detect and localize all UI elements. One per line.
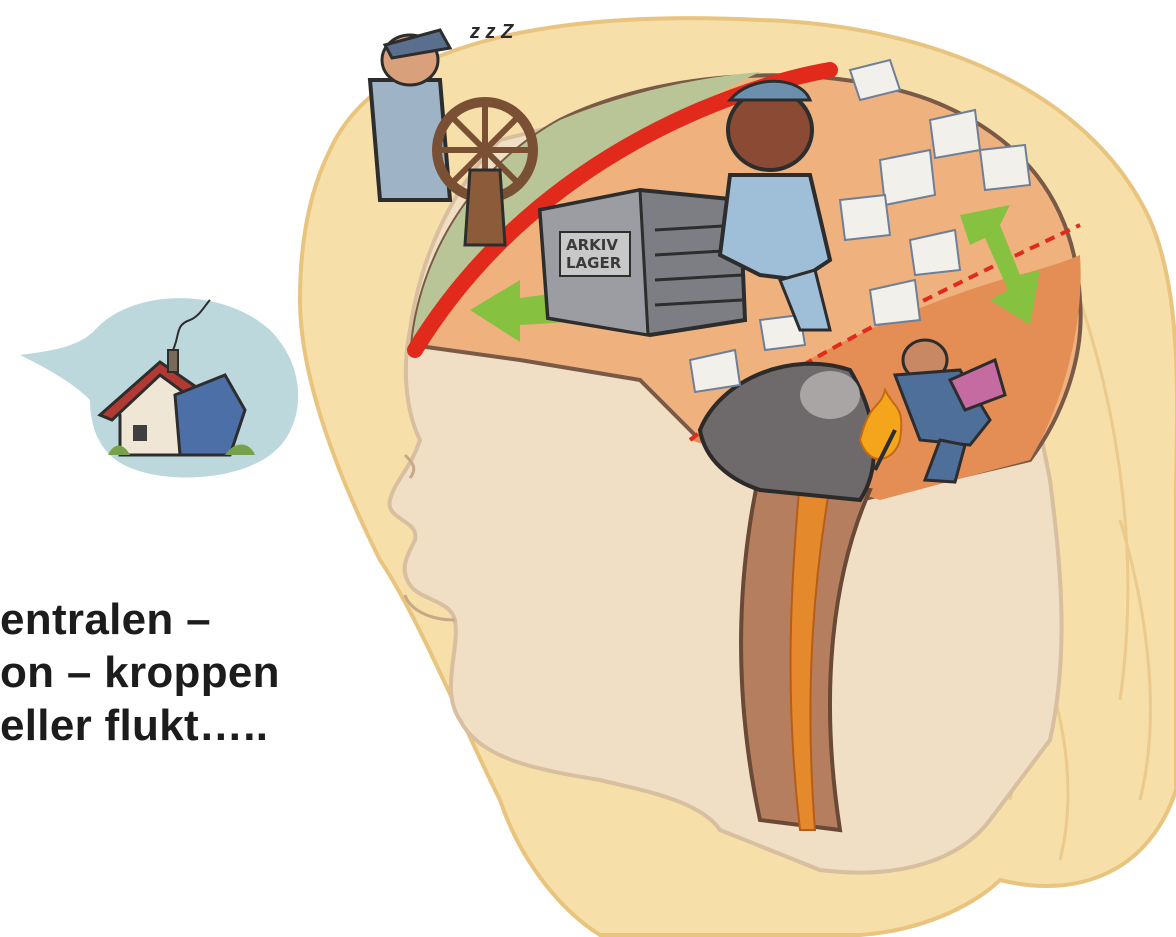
- caption-line-2: on – kroppen: [0, 646, 280, 699]
- svg-text:ARKIV: ARKIV: [566, 236, 618, 254]
- svg-text:LAGER: LAGER: [566, 254, 622, 272]
- thought-bubble: [20, 298, 298, 477]
- caption-line-3: eller flukt…..: [0, 699, 280, 752]
- caption-line-1: entralen –: [0, 593, 280, 646]
- caption-text: entralen – on – kroppen eller flukt…..: [0, 593, 280, 752]
- svg-text:z z Z: z z Z: [469, 21, 514, 43]
- archive-cabinet: ARKIV LAGER: [540, 190, 745, 335]
